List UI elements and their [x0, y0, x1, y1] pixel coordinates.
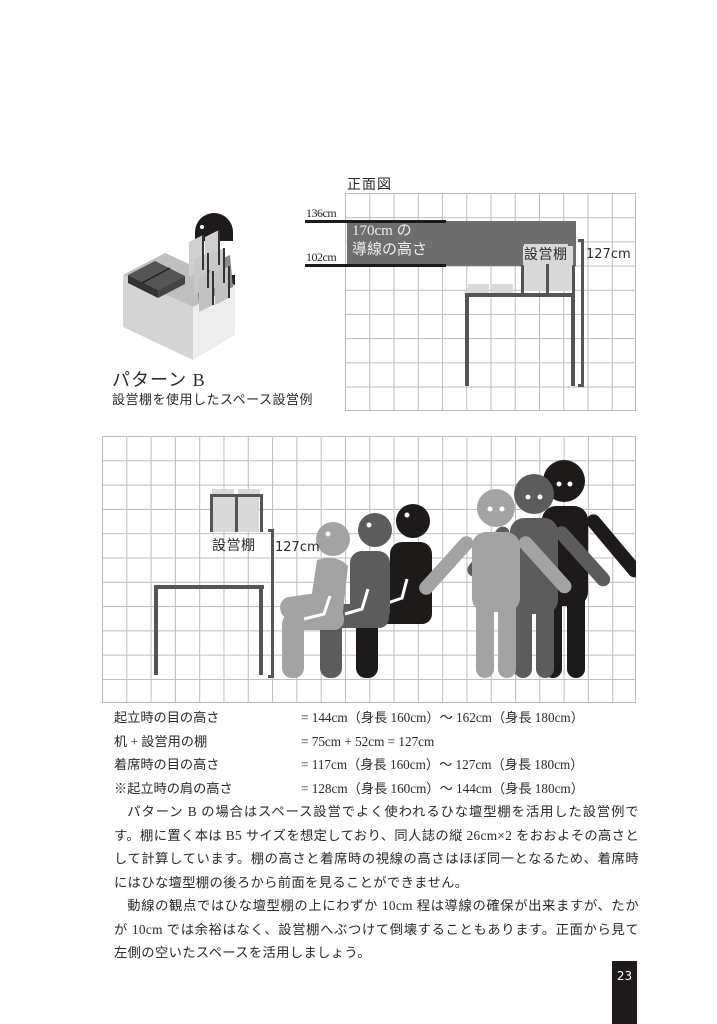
- spec-row: ※起立時の肩の高さ = 128cm（身長 160cm）～ 144cm（身長 18…: [114, 777, 584, 801]
- spec-label: 着席時の目の高さ: [114, 757, 220, 772]
- page-number: 23: [612, 961, 637, 1024]
- body-paragraph-2: 動線の観点ではひな壇型棚の上にわずか 10cm 程は導線の確保が出来ますが、たか…: [114, 898, 639, 960]
- flow-label-line2: 導線の高さ: [352, 242, 428, 258]
- spec-value: = 144cm（身長 160cm）～ 162cm（身長 180cm）: [301, 710, 584, 725]
- spec-value: = 75cm + 52cm = 127cm: [301, 733, 435, 749]
- spec-table: 起立時の目の高さ = 144cm（身長 160cm）～ 162cm（身長 180…: [114, 706, 584, 800]
- spec-row: 机 + 設営用の棚 = 75cm + 52cm = 127cm: [114, 730, 584, 754]
- upper-height-label: 136cm: [306, 206, 337, 220]
- body-text: パターン B の場合はスペース設営でよく使われるひな壇型棚を活用した設営例です。…: [114, 800, 639, 965]
- spec-row: 着席時の目の高さ = 117cm（身長 160cm）～ 127cm（身長 180…: [114, 753, 584, 777]
- flow-label-line1: 170cm の: [352, 223, 412, 239]
- front-view-furniture-icon: [465, 239, 584, 387]
- side-view-figures-icon: [154, 460, 636, 678]
- pattern-subtitle: 設営棚を使用したスペース設営例: [112, 392, 313, 407]
- front-height-measure: 127cm: [586, 247, 631, 262]
- spec-label: ※起立時の肩の高さ: [114, 780, 233, 796]
- spec-value: = 128cm（身長 160cm）～ 144cm（身長 180cm）: [301, 780, 584, 796]
- booth-illustration-icon: [123, 213, 235, 360]
- front-shelf-label: 設営棚: [524, 244, 568, 264]
- pattern-title: パターン B: [112, 370, 206, 390]
- side-shelf-label: 設営棚: [212, 538, 256, 554]
- spec-label: 机 + 設営用の棚: [114, 733, 208, 749]
- lower-height-label: 102cm: [306, 250, 337, 264]
- spec-row: 起立時の目の高さ = 144cm（身長 160cm）～ 162cm（身長 180…: [114, 706, 584, 730]
- upper-height-line: [305, 220, 446, 223]
- front-view-title: 正面図: [347, 177, 392, 193]
- lower-height-line: [305, 264, 446, 267]
- side-height-measure: 127cm: [275, 540, 320, 555]
- flow-height-label: 170cm の 導線の高さ: [352, 222, 427, 260]
- spec-label: 起立時の目の高さ: [114, 710, 220, 725]
- booth-isometric-illustration: [115, 205, 245, 365]
- body-paragraph-1: パターン B の場合はスペース設営でよく使われるひな壇型棚を活用した設営例です。…: [114, 804, 639, 890]
- spec-value: = 117cm（身長 160cm）～ 127cm（身長 180cm）: [301, 757, 584, 772]
